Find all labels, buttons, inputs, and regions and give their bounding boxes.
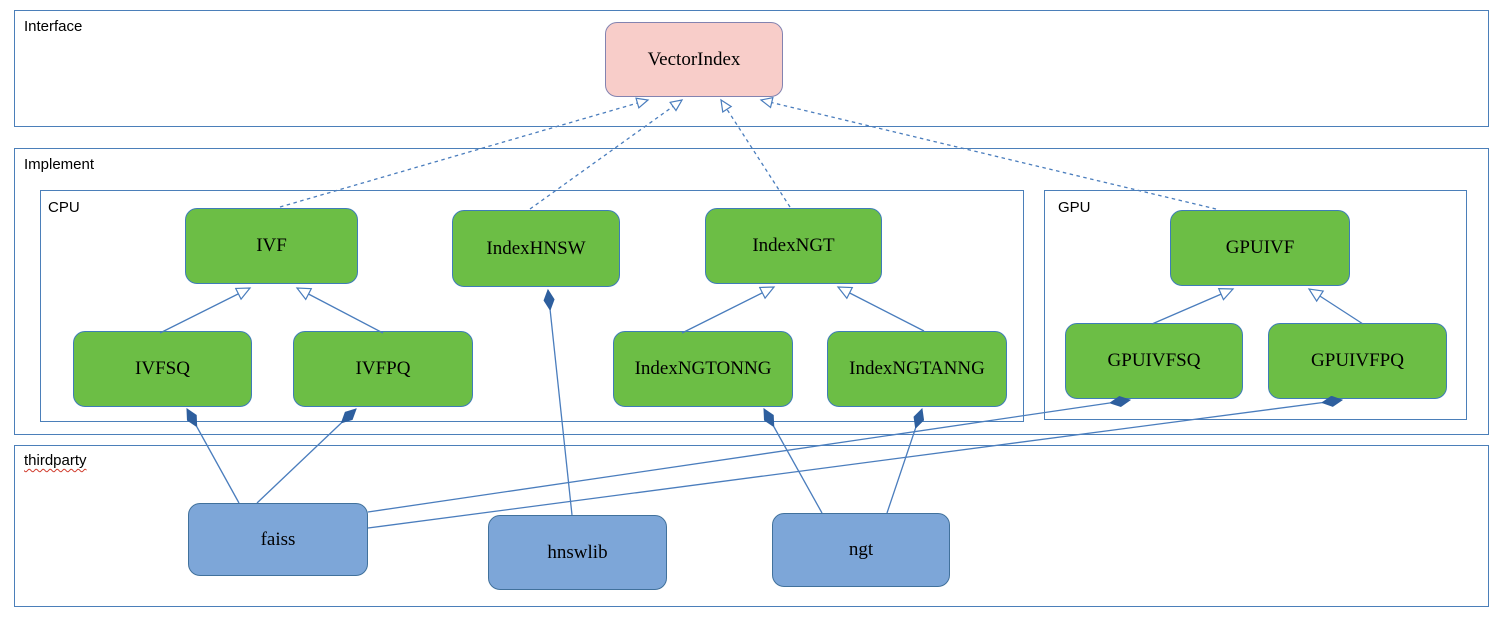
container-label-implement: Implement (24, 156, 95, 173)
node-ivfsq: IVFSQ (73, 331, 252, 407)
node-indexngtanng: IndexNGTANNG (827, 331, 1007, 407)
node-ivfpq: IVFPQ (293, 331, 473, 407)
node-indexngtonng: IndexNGTONNG (613, 331, 793, 407)
node-hnswlib: hnswlib (488, 515, 667, 590)
node-gpuivfpq: GPUIVFPQ (1268, 323, 1447, 399)
node-indexngt: IndexNGT (705, 208, 882, 284)
node-ivf: IVF (185, 208, 358, 284)
container-label-cpu: CPU (48, 199, 80, 216)
node-indexhnsw: IndexHNSW (452, 210, 620, 287)
node-vectorindex: VectorIndex (605, 22, 783, 97)
container-label-interface: Interface (24, 18, 83, 35)
node-ngt: ngt (772, 513, 950, 587)
container-label-gpu: GPU (1058, 199, 1091, 216)
node-gpuivf: GPUIVF (1170, 210, 1350, 286)
node-faiss: faiss (188, 503, 368, 576)
container-label-thirdparty: thirdparty (24, 452, 87, 469)
node-gpuivfsq: GPUIVFSQ (1065, 323, 1243, 399)
